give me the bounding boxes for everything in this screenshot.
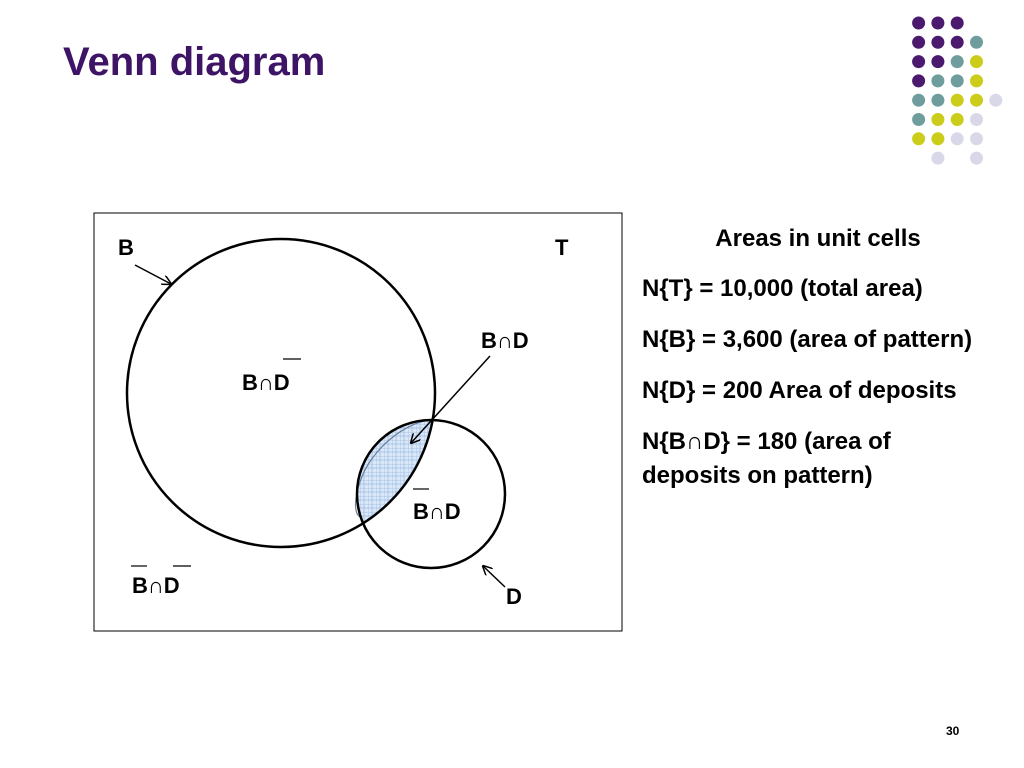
decorative-dot xyxy=(970,74,983,88)
areas-legend: Areas in unit cells N{T} = 10,000 (total… xyxy=(642,222,982,510)
legend-line-total-area: N{T} = 10,000 (total area) xyxy=(642,275,923,302)
decorative-dot xyxy=(950,16,964,30)
legend-heading: Areas in unit cells xyxy=(715,225,921,252)
decorative-dot xyxy=(912,55,926,69)
arrow-to-circle-d xyxy=(483,566,506,588)
label-b-and-d: B∩D xyxy=(481,328,529,353)
decorative-dot xyxy=(931,113,945,126)
label-t: T xyxy=(555,235,569,260)
legend-line-deposit-area: N{D} = 200 Area of deposits xyxy=(642,377,957,404)
decorative-dot xyxy=(950,55,964,69)
decorative-dot xyxy=(931,55,945,69)
circle-b xyxy=(125,237,437,549)
intersection-outline xyxy=(354,419,432,518)
decorative-dot xyxy=(970,151,983,165)
label-b: B xyxy=(118,235,134,260)
decorative-dot xyxy=(989,93,1003,107)
decorative-dot xyxy=(912,132,926,146)
decorative-dot xyxy=(950,113,964,126)
decorative-dot xyxy=(970,55,983,69)
label-d: D xyxy=(506,584,522,609)
universe-rectangle-t xyxy=(93,212,623,632)
label-not-b-and-not-d: B∩D xyxy=(132,573,180,598)
decorative-dot xyxy=(950,35,964,49)
decorative-dot xyxy=(912,74,926,88)
decorative-dot xyxy=(912,93,926,107)
decorative-dot xyxy=(931,35,945,49)
decorative-dot xyxy=(970,113,983,126)
page-number: 30 xyxy=(946,724,960,738)
legend-line-pattern-area: N{B} = 3,600 (area of pattern) xyxy=(642,326,973,353)
decorative-dot xyxy=(931,151,945,165)
legend-line-deposits-on-pattern: N{B∩D} = 180 (area of deposits on patter… xyxy=(642,428,891,489)
decorative-dot xyxy=(931,93,945,107)
label-not-b-and-d: B∩D xyxy=(413,499,461,524)
arrow-to-circle-b xyxy=(134,264,171,284)
decorative-dot xyxy=(931,132,945,146)
decorative-dot xyxy=(912,113,926,126)
arrow-to-intersection xyxy=(411,355,491,443)
decorative-dot xyxy=(931,74,945,88)
decorative-dot xyxy=(970,93,983,107)
decorative-dot xyxy=(950,132,964,146)
decorative-dot xyxy=(931,16,945,30)
label-b-and-not-d: B∩D xyxy=(242,370,290,395)
decorative-dot xyxy=(950,74,964,88)
decorative-dot xyxy=(970,132,983,146)
decorative-dot xyxy=(912,35,926,49)
slide-title: Venn diagram xyxy=(63,40,326,84)
decorative-dot xyxy=(912,16,926,30)
decorative-dot xyxy=(970,35,983,49)
decorative-dot-grid xyxy=(912,16,1003,165)
decorative-dot xyxy=(950,93,964,107)
